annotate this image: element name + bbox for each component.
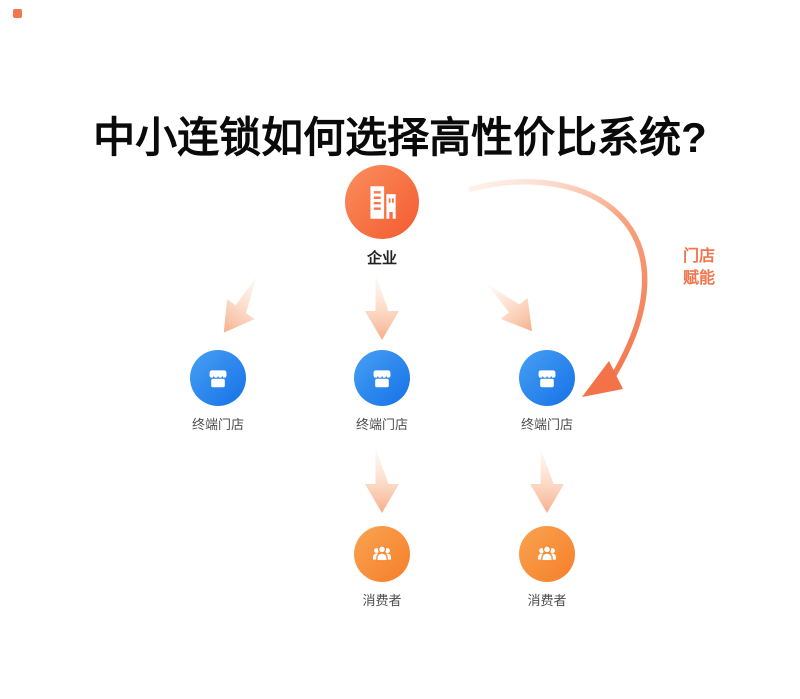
consumer-label: 消费者 — [527, 593, 567, 608]
people-group-icon — [366, 538, 398, 570]
arrow-enterprise-to-store-3 — [486, 284, 533, 332]
arrow-enterprise-to-store-2 — [365, 275, 399, 340]
enterprise-circle — [345, 165, 419, 239]
store-circle — [190, 350, 246, 406]
enterprise-label: 企业 — [366, 250, 397, 267]
arrow-store-3-to-consumer-2 — [530, 448, 564, 513]
storefront-icon — [531, 362, 563, 394]
consumer-circle — [519, 526, 575, 582]
curved-arrow-enterprise-to-store-3 — [468, 179, 648, 378]
curved-arrow-label-line1: 门店 — [683, 248, 716, 265]
storefront-icon — [366, 362, 398, 394]
node-consumer-1: 消费者 — [322, 526, 442, 609]
curved-arrow-label: 门店 赋能 — [683, 246, 715, 290]
store-label: 终端门店 — [520, 417, 573, 432]
page-title: 中小连锁如何选择高性价比系统? — [93, 114, 707, 162]
store-circle — [519, 350, 575, 406]
people-group-icon — [531, 538, 563, 570]
store-label: 终端门店 — [191, 417, 244, 432]
node-store-3: 终端门店 — [487, 350, 607, 433]
storefront-icon — [202, 362, 234, 394]
node-store-1: 终端门店 — [158, 350, 278, 433]
arrow-enterprise-to-store-1 — [223, 276, 257, 333]
store-circle — [354, 350, 410, 406]
node-consumer-2: 消费者 — [487, 526, 607, 609]
store-label: 终端门店 — [355, 417, 408, 432]
arrow-store-2-to-consumer-1 — [365, 448, 399, 513]
node-enterprise: 企业 — [322, 165, 442, 268]
building-icon — [361, 181, 403, 223]
curved-arrow-label-line2: 赋能 — [683, 270, 716, 287]
consumer-label: 消费者 — [362, 593, 402, 608]
node-store-2: 终端门店 — [322, 350, 442, 433]
corner-dot — [13, 9, 22, 18]
consumer-circle — [354, 526, 410, 582]
